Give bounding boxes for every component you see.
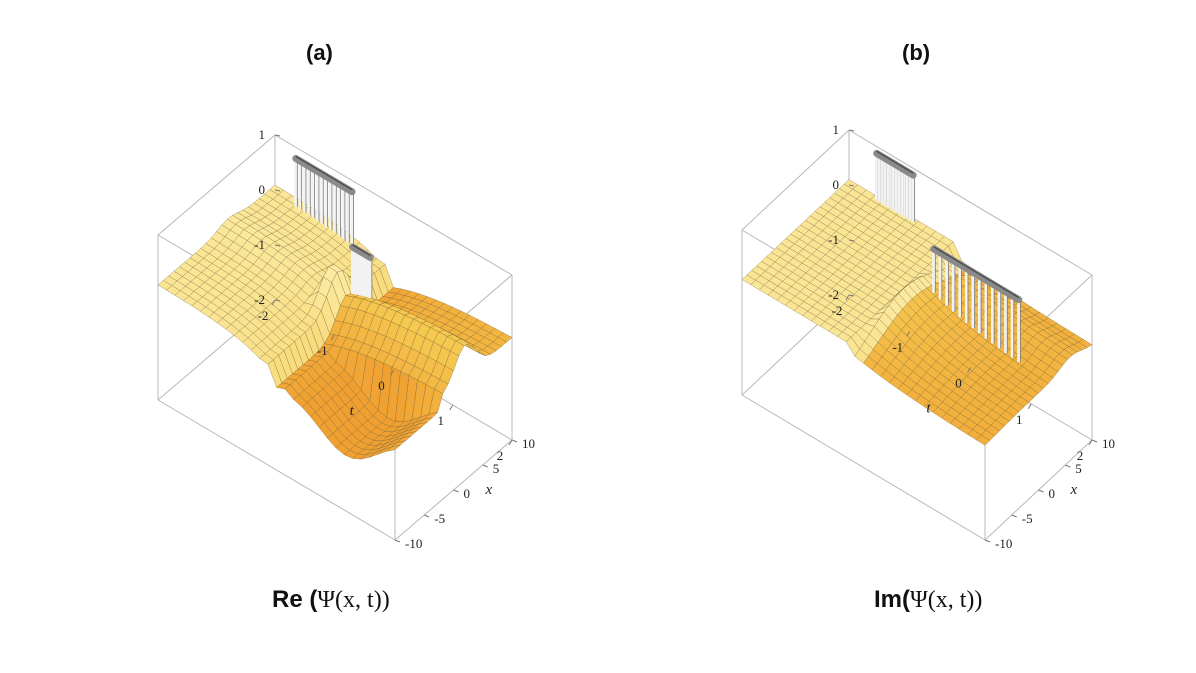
- t-tick-mark: [330, 334, 335, 341]
- wall-top: [930, 245, 1023, 304]
- box-edge: [274, 134, 513, 276]
- wall-group: [873, 149, 1023, 363]
- z-tick-mark: [848, 184, 855, 187]
- x-tick-mark: [984, 539, 991, 543]
- t-tick-mark: [1027, 403, 1032, 410]
- x-tick-mark: [394, 539, 401, 543]
- box-edge: [157, 134, 276, 236]
- t-tick-label: 0: [378, 378, 385, 393]
- caption-a-prefix: Re (: [272, 586, 318, 613]
- t-tick-mark: [845, 294, 850, 301]
- caption-b-prefix: Im(: [874, 586, 910, 613]
- z-tick-mark: [274, 299, 281, 302]
- t-tick-mark: [508, 439, 513, 446]
- z-tick-mark: [848, 239, 855, 242]
- x-tick-label: 10: [1102, 436, 1115, 451]
- t-tick-label: 1: [438, 413, 445, 428]
- z-tick-mark: [274, 244, 281, 247]
- wall-top-edge: [352, 244, 371, 257]
- panel-b-caption: Im(Ψ(x, t)): [874, 586, 982, 614]
- x-tick-label: 10: [522, 436, 535, 451]
- wall-top: [292, 155, 356, 196]
- x-tick-mark: [453, 489, 459, 493]
- caption-a-math: Ψ(x, t)): [317, 587, 390, 613]
- x-tick-mark: [424, 514, 430, 518]
- z-tick-label: -1: [254, 237, 265, 252]
- x-tick-label: 5: [1075, 461, 1082, 476]
- t-tick-mark: [271, 299, 276, 306]
- wall-top: [873, 149, 917, 179]
- surface-patch: [385, 444, 402, 452]
- z-tick-label: -1: [828, 232, 839, 247]
- t-tick-mark: [1088, 439, 1093, 446]
- x-tick-label: -10: [995, 536, 1012, 551]
- x-tick-label: 0: [464, 486, 471, 501]
- box-edge: [741, 129, 850, 231]
- z-tick-mark: [274, 189, 281, 192]
- t-tick-label: 0: [955, 376, 962, 391]
- z-tick-label: 1: [259, 127, 266, 142]
- wall-top-edge: [295, 155, 353, 191]
- x-tick-mark: [482, 464, 488, 468]
- x-tick-label: -5: [434, 511, 445, 526]
- z-tick-label: -2: [254, 292, 265, 307]
- x-tick-mark: [1011, 514, 1017, 518]
- x-tick-mark: [1091, 439, 1098, 443]
- z-tick-mark: [848, 129, 855, 132]
- t-tick-mark: [967, 367, 971, 373]
- surface-patch: [975, 434, 991, 446]
- t-tick-label: -1: [317, 343, 328, 358]
- box-edge: [157, 399, 396, 541]
- x-axis-label: x: [485, 482, 493, 498]
- wall-top-edge: [876, 150, 914, 174]
- x-tick-label: -5: [1022, 511, 1033, 526]
- z-tick-label: 0: [259, 182, 266, 197]
- z-tick-label: -2: [828, 287, 839, 302]
- wall-top-edge: [933, 246, 1020, 299]
- surface: [741, 179, 1093, 446]
- t-tick-mark: [390, 369, 394, 376]
- panel-a-label: (a): [306, 40, 333, 65]
- x-axis-label: x: [1070, 482, 1078, 498]
- panel-a-caption: Re (Ψ(x, t)): [272, 586, 390, 614]
- t-axis-label: t: [350, 403, 355, 419]
- x-tick-mark: [1038, 489, 1044, 493]
- z-tick-label: 1: [833, 122, 840, 137]
- t-tick-label: -2: [832, 303, 843, 318]
- x-tick-label: -10: [405, 536, 422, 551]
- z-tick-mark: [848, 294, 855, 297]
- t-tick-label: 1: [1016, 412, 1023, 427]
- t-axis-label: t: [926, 400, 931, 416]
- x-tick-mark: [1065, 464, 1071, 468]
- z-tick-mark: [274, 134, 281, 137]
- x-tick-label: 5: [493, 461, 500, 476]
- wall-group: [292, 155, 374, 299]
- t-tick-label: 2: [1077, 448, 1084, 463]
- caption-b-math: Ψ(x, t)): [910, 587, 983, 613]
- x-tick-label: 0: [1049, 486, 1056, 501]
- t-tick-label: 2: [497, 448, 504, 463]
- wall-top: [349, 243, 374, 261]
- box-edge: [848, 129, 1093, 276]
- box-edge: [741, 394, 986, 541]
- panel-b-label: (b): [902, 40, 931, 65]
- t-tick-mark: [906, 330, 911, 337]
- x-tick-mark: [511, 439, 518, 443]
- t-tick-label: -1: [892, 339, 903, 354]
- t-tick-label: -2: [258, 308, 269, 323]
- t-tick-mark: [449, 404, 454, 411]
- z-tick-label: 0: [833, 177, 840, 192]
